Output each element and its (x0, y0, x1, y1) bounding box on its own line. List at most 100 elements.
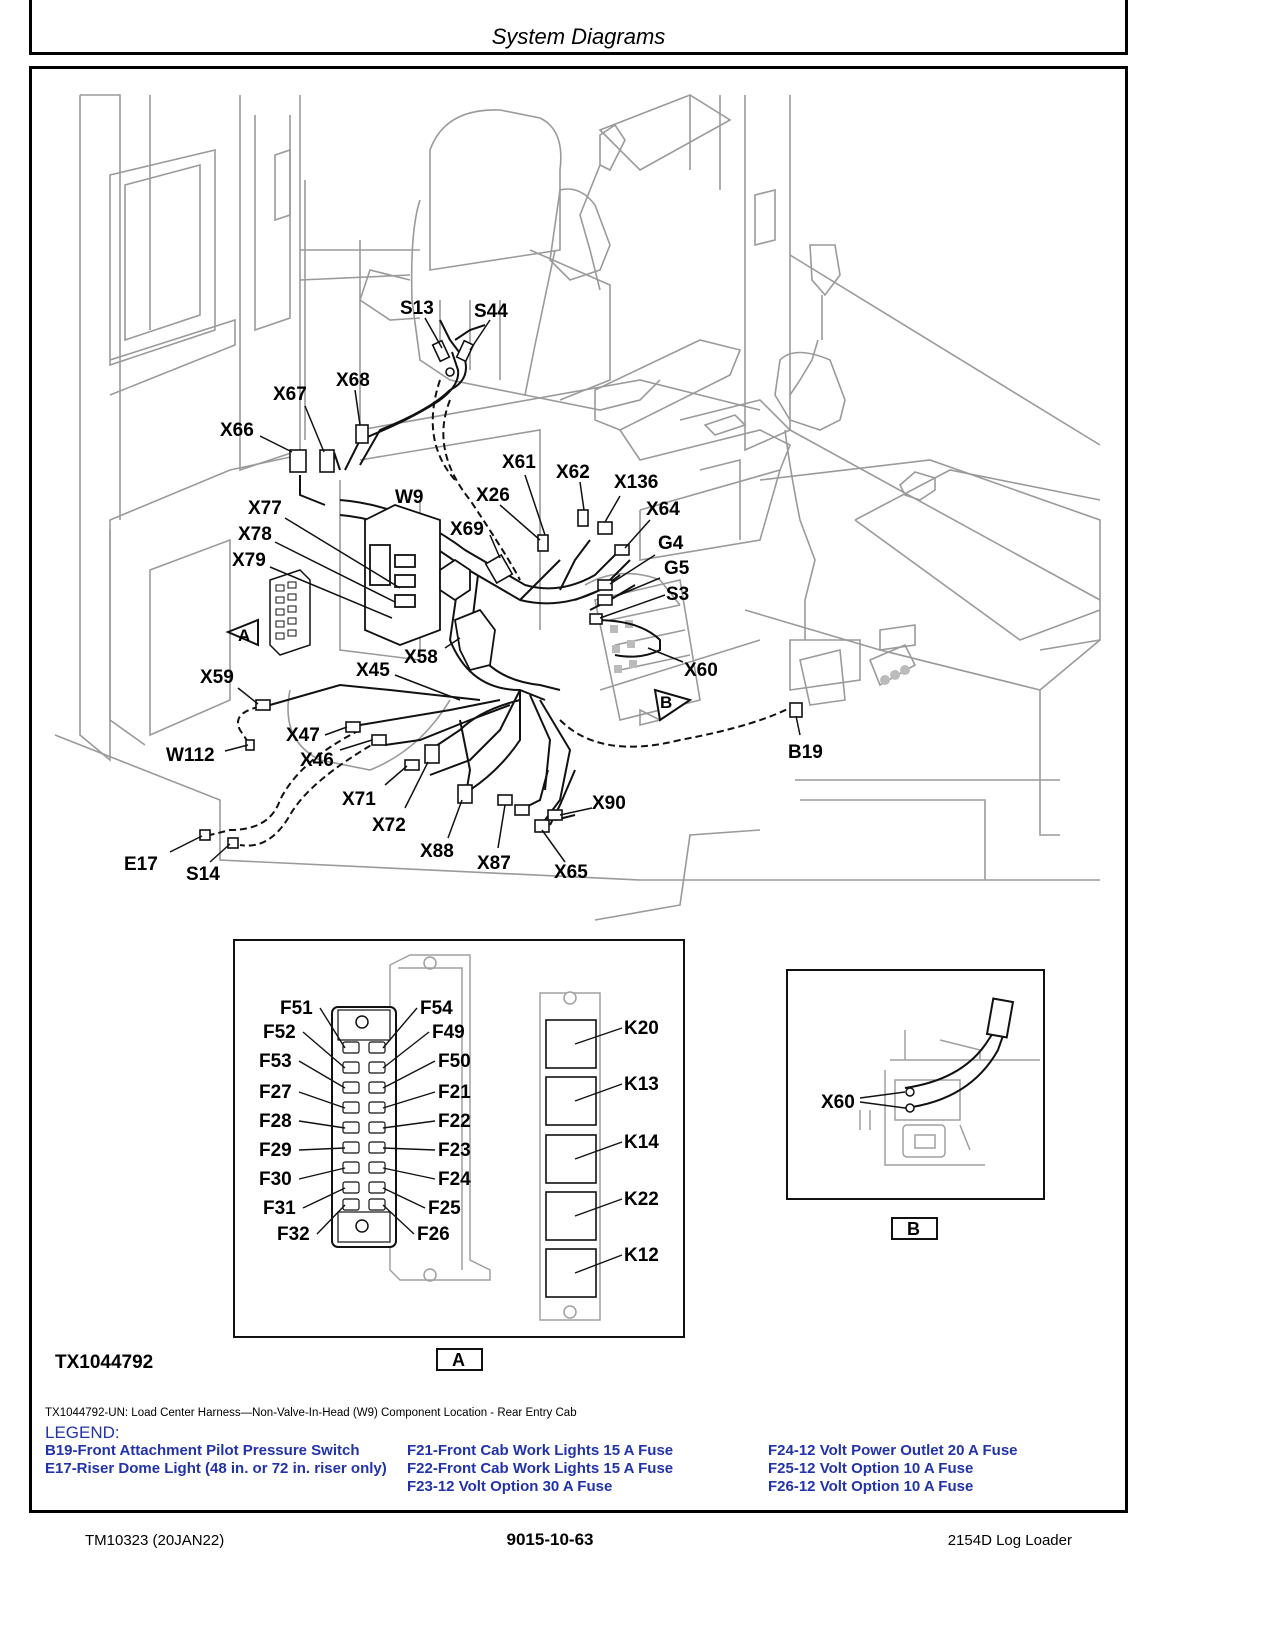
fuse-leader (302, 1187, 346, 1209)
relay-box (545, 1076, 597, 1126)
relay-box (545, 1134, 597, 1184)
detail-a-label: A (436, 1348, 483, 1371)
fuse-leader (298, 1120, 346, 1129)
dashed-wiring (209, 379, 796, 847)
callout-s44: S44 (474, 301, 508, 322)
relay-box (545, 1019, 597, 1069)
fuse-label-right: F21 (438, 1082, 471, 1103)
fuse-leader (319, 1007, 346, 1049)
detail-a-panel: F51F52F53F27F28F29F30F31F32F54F49F50F21F… (233, 939, 685, 1338)
fuse-slot (342, 1181, 360, 1194)
callout-x66: X66 (220, 420, 254, 441)
relay-box (545, 1248, 597, 1298)
fuse-leader (382, 1204, 415, 1235)
relay-label: K20 (624, 1018, 659, 1039)
fuse-label-left: F32 (277, 1224, 310, 1245)
callout-x46: X46 (300, 750, 334, 771)
fuse-label-right: F54 (420, 998, 453, 1019)
fuse-leader (382, 1167, 436, 1180)
relay-leader (574, 1198, 623, 1217)
legend-column-1: B19-Front Attachment Pilot Pressure Swit… (45, 1442, 390, 1478)
fuse-slot (342, 1101, 360, 1114)
callout-x136: X136 (614, 472, 658, 493)
relay-leader (574, 1027, 623, 1045)
callout-x68: X68 (336, 370, 370, 391)
fuse-slot (368, 1198, 386, 1211)
fuse-leader (382, 1187, 426, 1209)
fuse-slot (368, 1181, 386, 1194)
callout-s3: S3 (666, 584, 689, 605)
fuse-slots (342, 1041, 386, 1211)
callout-x61: X61 (502, 452, 536, 473)
callout-x26: X26 (476, 485, 510, 506)
fuse-leader (298, 1091, 346, 1109)
view-b-marker: B (653, 688, 693, 722)
legend-item: F25-12 Volt Option 10 A Fuse (768, 1460, 974, 1477)
left-fuse-block (269, 569, 311, 656)
leader-lines (169, 317, 801, 863)
callout-x67: X67 (273, 384, 307, 405)
legend-item: F21-Front Cab Work Lights 15 A Fuse (407, 1442, 674, 1459)
callout-x88: X88 (420, 841, 454, 862)
fuse-slot (368, 1081, 386, 1094)
fuse-slot (368, 1161, 386, 1174)
callout-g5: G5 (664, 558, 690, 579)
callout-x77: X77 (248, 498, 282, 519)
fuse-label-right: F22 (438, 1111, 471, 1132)
fuse-slot (368, 1041, 386, 1054)
fuse-label-right: F50 (438, 1051, 471, 1072)
relay-leader (574, 1083, 623, 1102)
page-title: System Diagrams (491, 24, 666, 49)
fuse-labels: F51F52F53F27F28F29F30F31F32F54F49F50F21F… (259, 998, 471, 1245)
fuse-slot (342, 1198, 360, 1211)
legend-column-2: F21-Front Cab Work Lights 15 A Fuse F22-… (407, 1442, 752, 1496)
fuse-label-left: F31 (263, 1198, 296, 1219)
fuse-leader (316, 1204, 346, 1235)
callout-x72: X72 (372, 815, 406, 836)
fuse-leader (382, 1060, 436, 1089)
legend-item: F24-12 Volt Power Outlet 20 A Fuse (768, 1442, 1018, 1459)
callout-b19: B19 (788, 742, 823, 763)
fuse-slot (342, 1141, 360, 1154)
header: System Diagrams (29, 0, 1128, 55)
fuse-leader (302, 1031, 346, 1069)
callout-x47: X47 (286, 725, 320, 746)
fuse-slot (342, 1061, 360, 1074)
figure-id: TX1044792 (55, 1352, 154, 1373)
detail-b-callout-x60: X60 (821, 1092, 855, 1113)
fuse-leader (382, 1147, 436, 1151)
callout-x59: X59 (200, 667, 234, 688)
relay-boxes (545, 1019, 597, 1298)
figure-caption: TX1044792-UN: Load Center Harness—Non-Va… (45, 1407, 577, 1419)
relay-label: K22 (624, 1189, 659, 1210)
callout-w112: W112 (166, 745, 215, 766)
legend-item: F22-Front Cab Work Lights 15 A Fuse (407, 1460, 674, 1477)
fuse-leader (382, 1091, 436, 1109)
fuse-label-right: F26 (417, 1224, 450, 1245)
detail-b-panel: X60 (786, 969, 1045, 1200)
fuse-label-right: F25 (428, 1198, 461, 1219)
fuse-label-left: F52 (263, 1022, 296, 1043)
relay-label: K14 (624, 1132, 659, 1153)
relay-leader (574, 1254, 623, 1274)
callout-x64: X64 (646, 499, 680, 520)
svg-text:B: B (907, 1219, 920, 1239)
fuse-slot (368, 1121, 386, 1134)
fuse-leader (298, 1167, 346, 1180)
cab-line-art (54, 94, 1101, 921)
fuse-slot (368, 1101, 386, 1114)
fuse-label-right: F24 (438, 1169, 471, 1190)
legend-column-3: F24-12 Volt Power Outlet 20 A Fuse F25-1… (768, 1442, 1113, 1496)
fuse-leader (298, 1147, 346, 1151)
callout-x58: X58 (404, 647, 438, 668)
callout-x65: X65 (554, 862, 588, 883)
fuse-slot (368, 1061, 386, 1074)
fuse-label-left: F28 (259, 1111, 292, 1132)
fuse-leader (382, 1120, 436, 1129)
relay-label: K13 (624, 1074, 659, 1095)
callout-s13: S13 (400, 298, 434, 319)
fuse-leader (382, 1007, 418, 1049)
callout-x69: X69 (450, 519, 484, 540)
svg-text:A: A (238, 626, 250, 645)
